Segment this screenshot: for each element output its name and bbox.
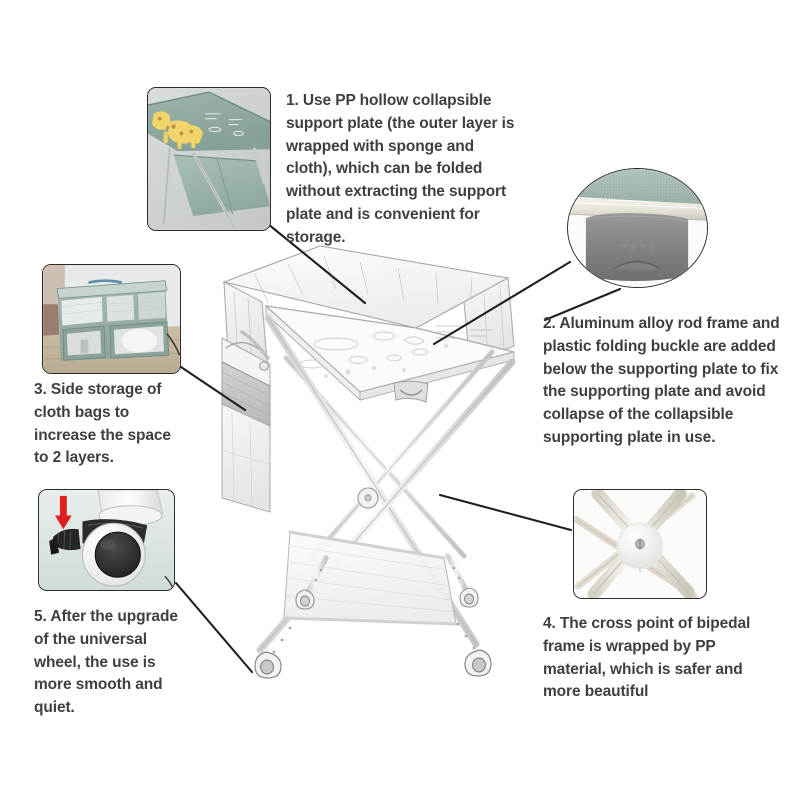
side-storage-bags-photo[interactable] [42, 264, 181, 374]
callout-1-text: 1. Use PP hollow collapsible support pla… [286, 92, 515, 246]
universal-wheel-photo[interactable] [38, 489, 175, 591]
callout-5-text: 5. After the upgrade of the universal wh… [34, 608, 178, 717]
callout-2-text: 2. Aluminum alloy rod frame and plastic … [543, 315, 780, 446]
folding-buckle-photo[interactable] [567, 168, 708, 288]
callout-3-text: 3. Side storage of cloth bags to increas… [34, 381, 171, 467]
front-left-caster [254, 651, 282, 679]
cross-point-cover-photo[interactable] [573, 489, 707, 599]
main-product-image [208, 240, 538, 710]
folding-support-plate-photo[interactable] [147, 87, 271, 231]
callout-4-text: 4. The cross point of bipedal frame is w… [543, 615, 751, 701]
brake-arrow [55, 495, 72, 530]
